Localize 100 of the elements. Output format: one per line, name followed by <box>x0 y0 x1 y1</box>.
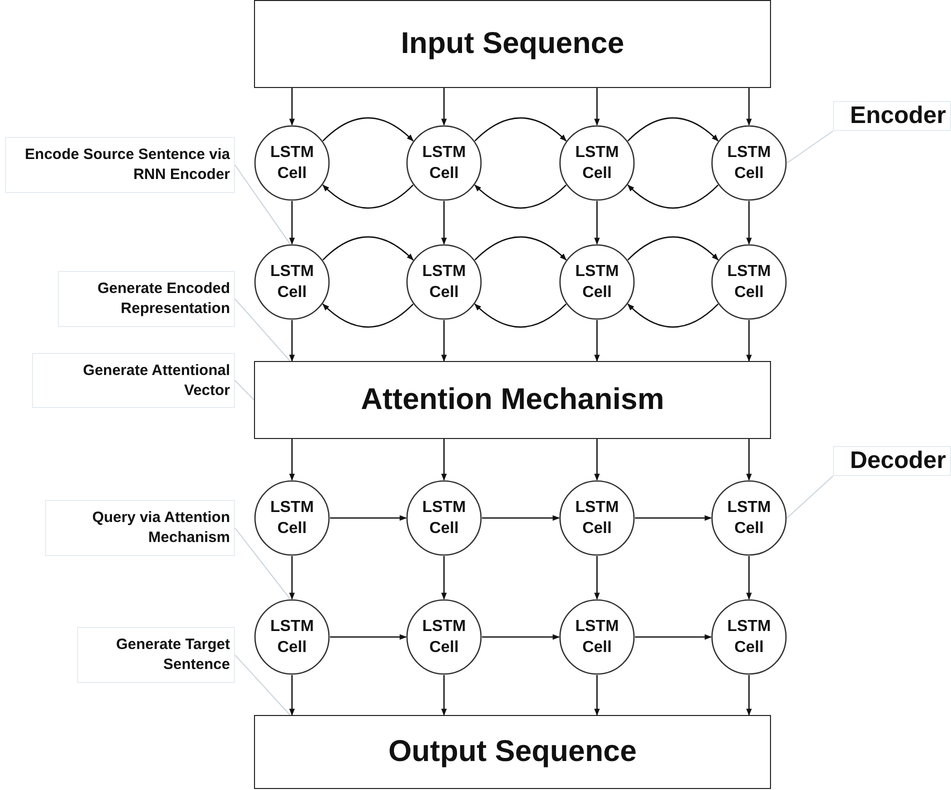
arrow <box>330 515 407 521</box>
leader-line <box>234 654 290 716</box>
lstm-cell-circle <box>559 599 635 675</box>
box-title: Output Sequence <box>388 735 637 769</box>
arrow <box>746 201 752 245</box>
callout-box <box>32 353 235 408</box>
cell-label: LSTM Cell <box>574 143 620 184</box>
process-box <box>254 715 771 789</box>
arrow <box>635 515 712 521</box>
lstm-cell-circle <box>254 599 330 675</box>
cell-label: LSTM Cell <box>269 498 315 539</box>
arrow <box>289 675 295 716</box>
cell-label: LSTM Cell <box>421 617 467 658</box>
callout-box <box>833 446 951 476</box>
arrow <box>594 88 600 126</box>
arrow <box>289 556 295 600</box>
process-box <box>254 0 771 88</box>
arrow <box>474 236 567 260</box>
arrow <box>289 320 295 362</box>
arrow <box>322 117 414 142</box>
arrow <box>441 556 447 600</box>
arrow <box>635 634 712 640</box>
arrow <box>482 634 560 640</box>
lstm-cell-circle <box>559 480 635 556</box>
callout-box <box>5 137 235 193</box>
leader-line <box>234 380 254 400</box>
arrow <box>594 675 600 716</box>
callout-text: Encode Source Sentence via RNN Encoder <box>24 145 230 185</box>
leader-line <box>234 164 291 245</box>
callout-text: Encoder <box>850 106 946 126</box>
arrow <box>746 320 752 362</box>
lstm-cell-circle <box>406 599 482 675</box>
leader-line <box>786 476 834 518</box>
lstm-cell-circle <box>711 125 787 201</box>
arrow <box>441 201 447 245</box>
box-title: Attention Mechanism <box>360 383 664 417</box>
arrow <box>474 184 567 209</box>
lstm-cell-circle <box>711 599 787 675</box>
arrow <box>322 184 414 209</box>
cell-label: LSTM Cell <box>574 498 620 539</box>
lstm-cell-circle <box>254 125 330 201</box>
lstm-cell-circle <box>711 244 787 320</box>
lstm-cell-circle <box>406 480 482 556</box>
arrow <box>474 304 567 328</box>
arrow <box>482 515 560 521</box>
cell-label: LSTM Cell <box>574 262 620 303</box>
arrow <box>627 117 719 142</box>
cell-label: LSTM Cell <box>269 143 315 184</box>
arrow <box>441 439 447 481</box>
arrow <box>594 320 600 362</box>
arrow <box>746 439 752 481</box>
cell-label: LSTM Cell <box>269 262 315 303</box>
arrow <box>322 304 414 328</box>
arrow <box>746 556 752 600</box>
callout-box <box>58 271 235 327</box>
process-box <box>254 361 771 439</box>
arrow <box>474 117 567 142</box>
arrow <box>594 439 600 481</box>
leader-line <box>234 298 290 362</box>
box-title: Input Sequence <box>400 27 624 61</box>
arrow <box>627 236 719 260</box>
callout-text: Generate Encoded Representation <box>96 279 230 319</box>
lstm-cell-circle <box>254 244 330 320</box>
arrow <box>441 88 447 126</box>
cell-label: LSTM Cell <box>726 262 772 303</box>
arrow <box>289 88 295 126</box>
lstm-cell-circle <box>254 480 330 556</box>
cell-label: LSTM Cell <box>574 617 620 658</box>
arrow <box>627 304 719 328</box>
callout-box <box>45 500 235 556</box>
arrow <box>441 675 447 716</box>
arrow <box>627 184 719 209</box>
cell-label: LSTM Cell <box>726 498 772 539</box>
lstm-cell-circle <box>559 125 635 201</box>
arrow <box>746 675 752 716</box>
callout-text: Decoder <box>850 451 946 471</box>
callout-text: Generate Attentional Vector <box>82 360 230 400</box>
arrow <box>330 634 407 640</box>
lstm-cell-circle <box>711 480 787 556</box>
arrow <box>594 556 600 600</box>
lstm-cell-circle <box>406 244 482 320</box>
arrow <box>594 201 600 245</box>
cell-label: LSTM Cell <box>726 617 772 658</box>
leader-line <box>234 528 291 600</box>
lstm-cell-circle <box>406 125 482 201</box>
callout-text: Generate Target Sentence <box>115 635 230 675</box>
callout-box <box>833 101 951 131</box>
callout-box <box>77 627 235 683</box>
arrow <box>289 201 295 245</box>
cell-label: LSTM Cell <box>726 143 772 184</box>
arrow <box>289 439 295 481</box>
cell-label: LSTM Cell <box>421 262 467 303</box>
arrow <box>441 320 447 362</box>
leader-line <box>786 130 834 164</box>
cell-label: LSTM Cell <box>421 143 467 184</box>
arrow <box>322 236 414 260</box>
cell-label: LSTM Cell <box>269 617 315 658</box>
callout-text: Query via Attention Mechanism <box>91 508 230 548</box>
lstm-cell-circle <box>559 244 635 320</box>
cell-label: LSTM Cell <box>421 498 467 539</box>
